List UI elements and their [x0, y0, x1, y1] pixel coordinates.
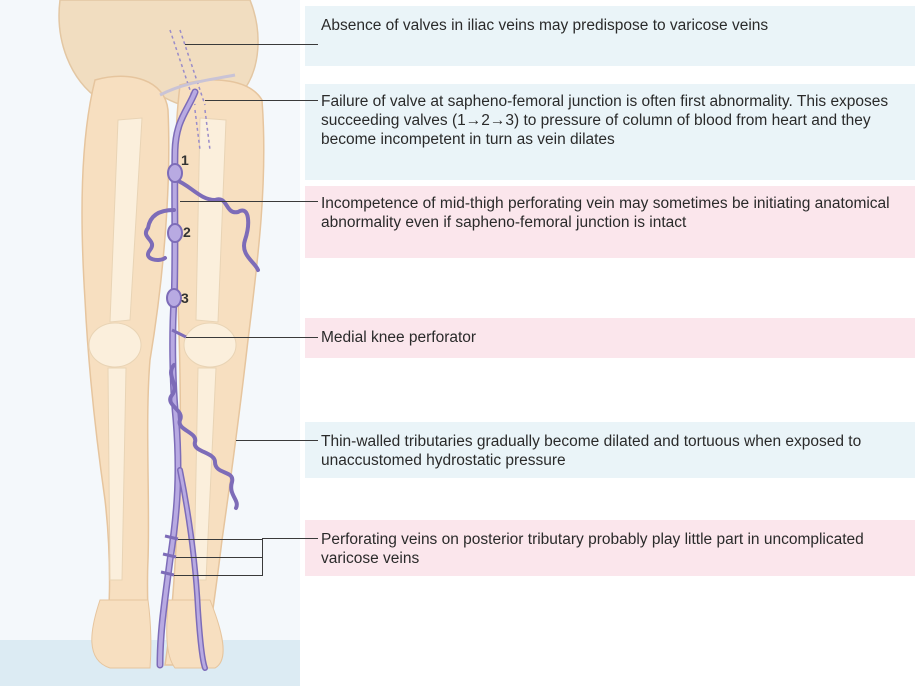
valve-2-marker [168, 224, 182, 242]
label-tributaries: Thin-walled tributaries gradually become… [321, 432, 906, 470]
pointer-posterior [262, 538, 318, 539]
label-knee: Medial knee perforator [321, 328, 906, 347]
pointer-tributaries [236, 440, 318, 441]
label-saphenofemoral: Failure of valve at sapheno-femoral junc… [321, 92, 906, 149]
label-posterior: Perforating veins on posterior tributary… [321, 530, 906, 568]
pointer-posterior-branch-1 [178, 539, 262, 540]
pointer-posterior-branch-2 [176, 557, 262, 558]
pointer-saphenofemoral [205, 100, 318, 101]
left-knee [184, 323, 236, 367]
pointer-posterior-vertical [262, 538, 263, 576]
pointer-knee [186, 337, 318, 338]
leg-illustration [0, 0, 305, 686]
valve-1-marker [168, 164, 182, 182]
label-iliac: Absence of valves in iliac veins may pre… [321, 16, 906, 35]
valve-number-1: 1 [181, 152, 189, 168]
valve-3-marker [167, 289, 181, 307]
right-foot [92, 600, 151, 668]
band-iliac [305, 6, 915, 66]
valve-number-3: 3 [181, 290, 189, 306]
valve-number-2: 2 [183, 224, 191, 240]
pointer-posterior-branch-3 [174, 575, 262, 576]
right-knee [89, 323, 141, 367]
pointer-midthigh [180, 201, 318, 202]
label-midthigh: Incompetence of mid-thigh perforating ve… [321, 194, 906, 232]
pointer-iliac [185, 44, 318, 45]
